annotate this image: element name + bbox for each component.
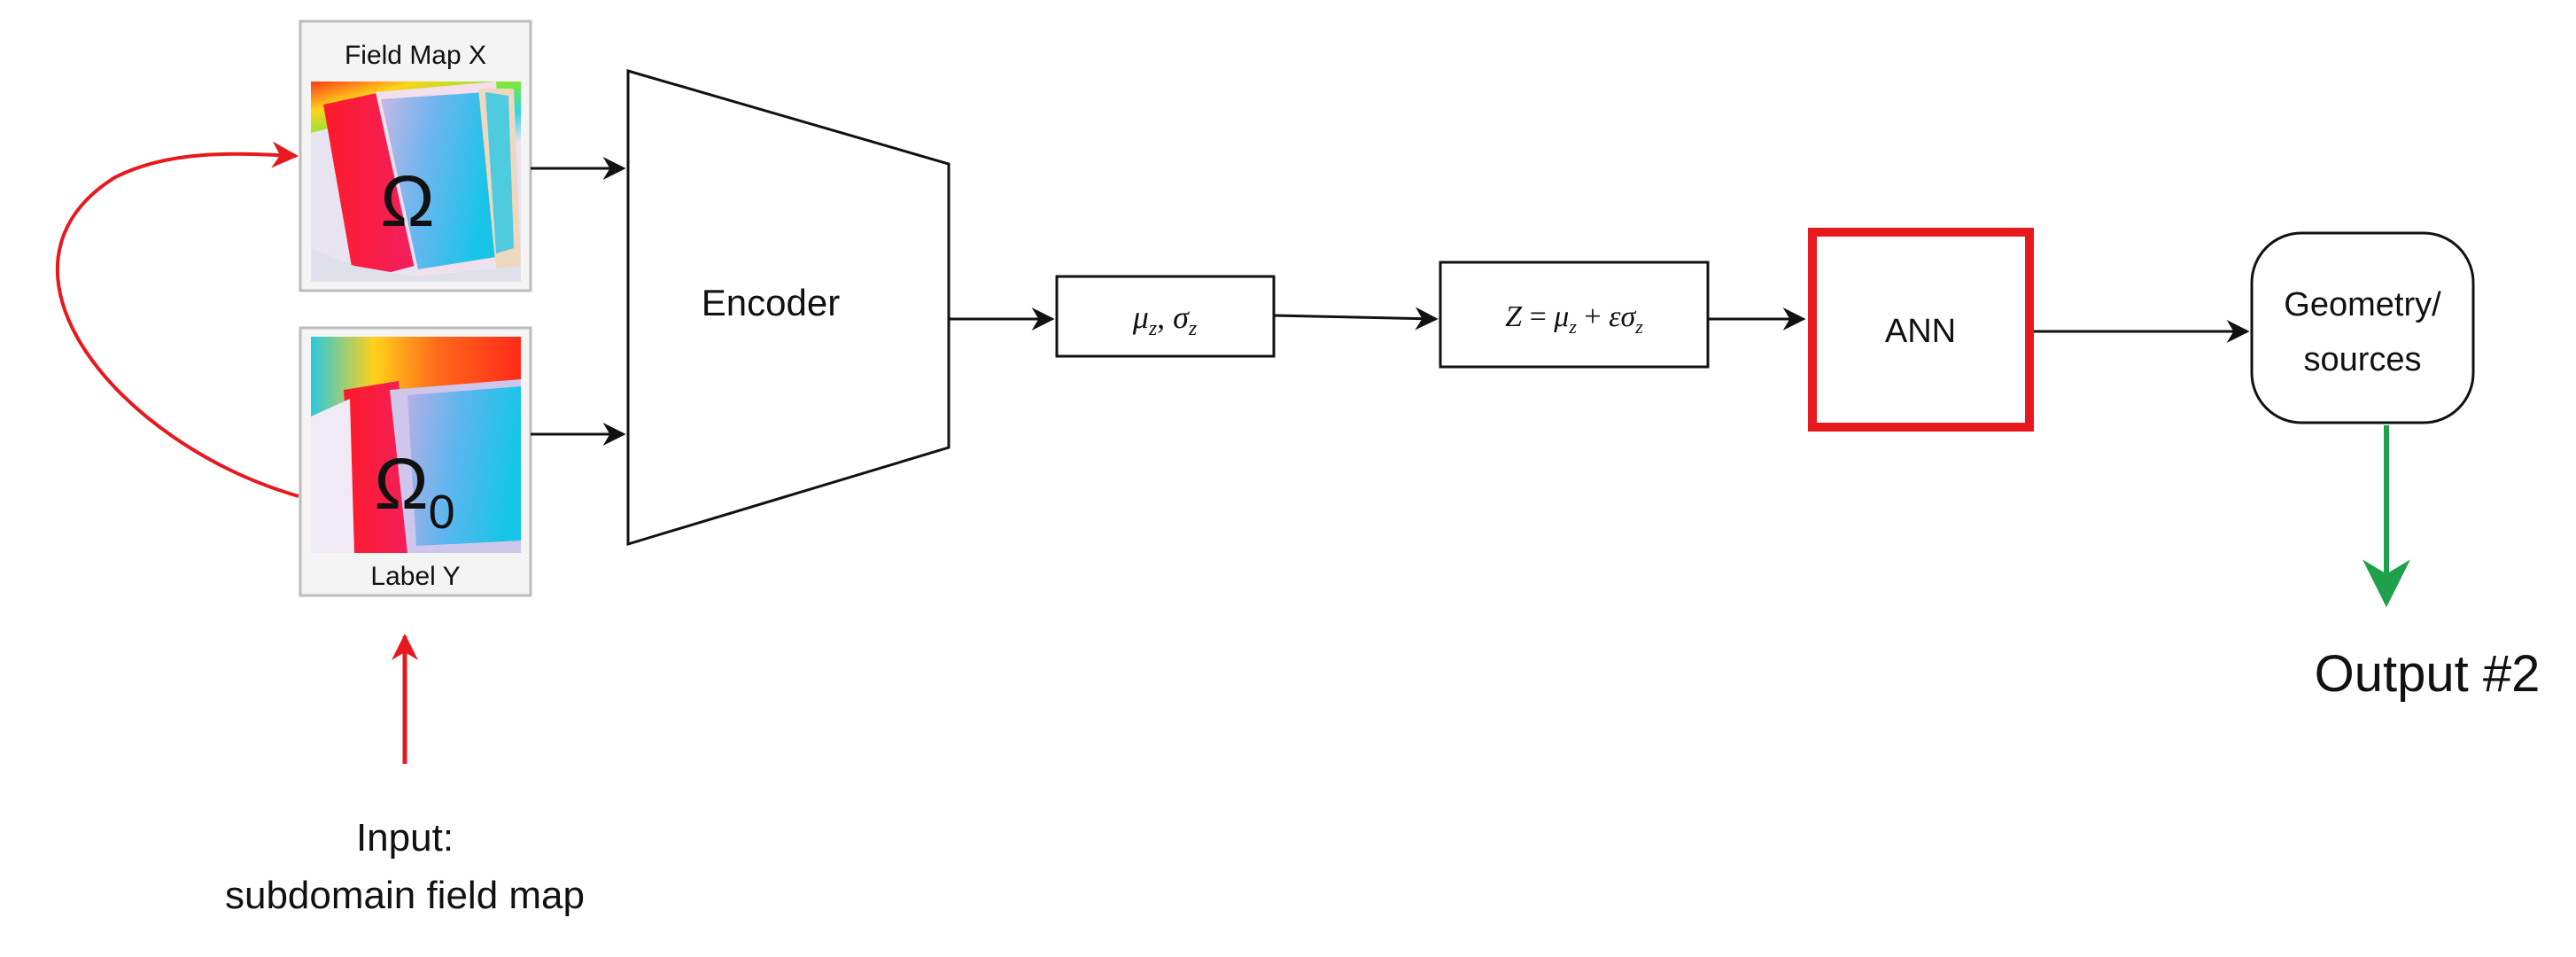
field-map-panel: Field Map X Ω [299,19,532,292]
omega-symbol: Ω [380,161,434,242]
output-caption: Output #2 [2315,645,2541,703]
feedback-arrow [56,141,299,498]
field-map-title: Field Map X [345,41,486,70]
ann-box [1808,228,2034,432]
encoder-label: Encoder [702,282,840,323]
ann-label: ANN [1885,313,1956,350]
latent-params-label: μz, σz [1132,300,1198,340]
label-panel: Ω0 Label Y [299,326,532,597]
params-to-sampling-arrow [1273,307,1439,331]
omega-symbol: Ω [374,444,428,525]
geometry-sources-node [2250,231,2475,424]
input-caption-line1: Input: [356,816,454,860]
label-title: Label Y [370,562,460,591]
encoder-block [626,69,950,547]
sampling-equation: Z = μz + εσz [1505,300,1643,338]
heatmap-label-image [311,337,521,553]
omega-subscript: 0 [429,486,455,539]
sources-label: sources [2303,341,2421,378]
geometry-label: Geometry/ [2284,286,2441,323]
input-caption-line2: subdomain field map [225,874,585,917]
sampling-box [1439,261,1710,369]
heatmap-field-map-image [311,82,521,282]
omega-zero-symbol: Ω0 [374,444,454,539]
